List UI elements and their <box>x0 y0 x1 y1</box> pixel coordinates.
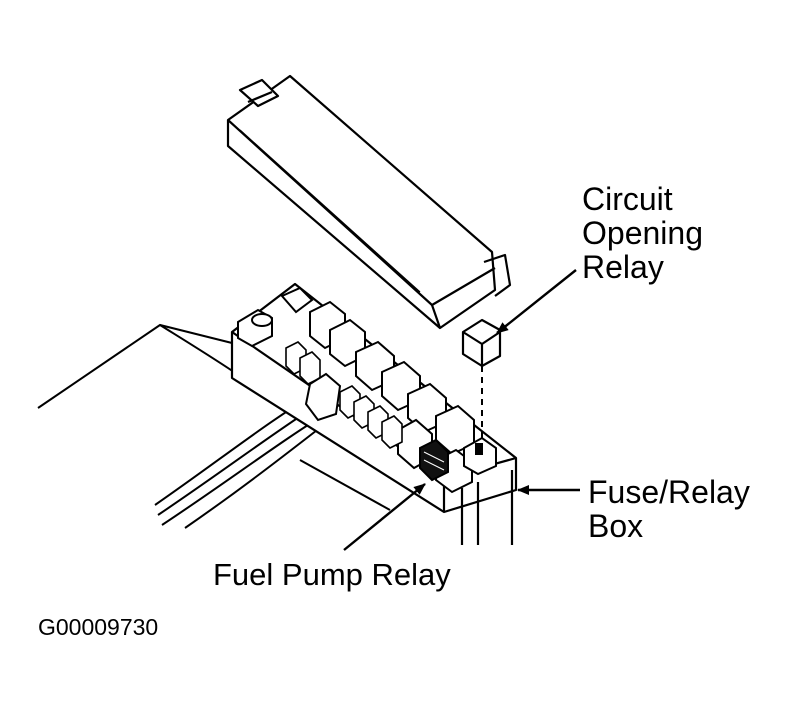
circuit-opening-relay <box>461 318 502 368</box>
label-line: Relay <box>582 249 664 285</box>
figure-id: G00009730 <box>38 614 159 640</box>
box-terminal-post <box>237 286 314 348</box>
leader-circuit-opening-relay <box>496 269 577 334</box>
leader-lines <box>343 269 580 551</box>
harness-clip <box>304 372 342 422</box>
label-fuel-pump-relay: Fuel Pump Relay <box>213 557 451 592</box>
leader-fuel-pump-relay <box>343 483 426 551</box>
fuse-row <box>285 341 403 449</box>
label-line: Opening <box>582 215 703 251</box>
relay-box-cover <box>226 74 512 330</box>
label-line: Fuse/Relay <box>588 474 750 510</box>
label-circuit-opening-relay: Circuit Opening Relay <box>582 182 703 284</box>
label-line: Box <box>588 508 644 544</box>
fuel-pump-relay <box>419 438 449 482</box>
label-fuse-relay-box: Fuse/Relay Box <box>588 475 750 543</box>
label-line: Circuit <box>582 181 673 217</box>
relay-array <box>309 300 475 494</box>
